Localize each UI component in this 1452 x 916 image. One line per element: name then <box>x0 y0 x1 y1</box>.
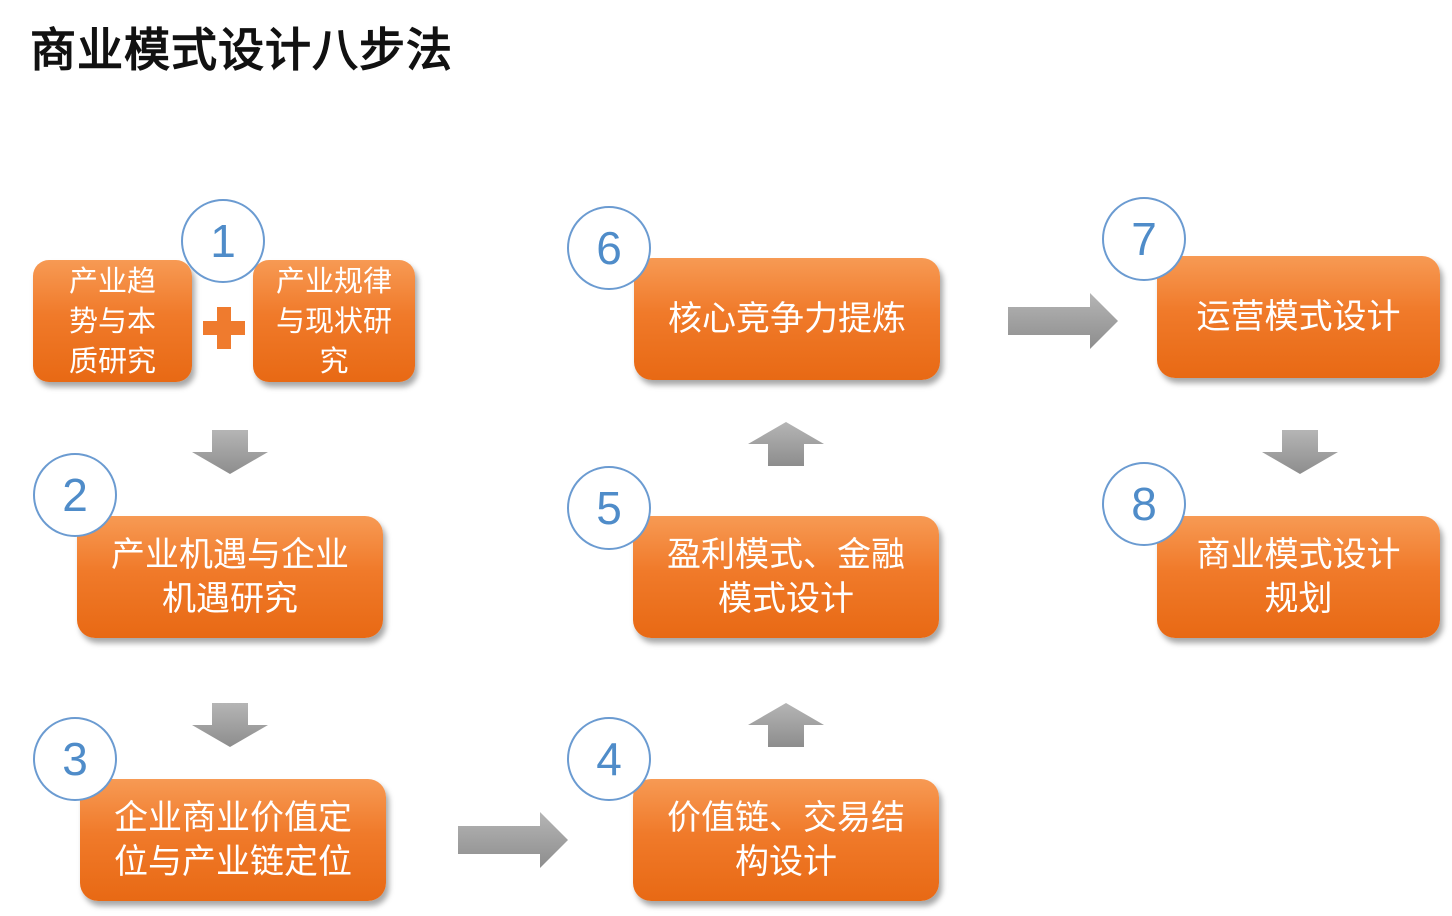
step-2-number: 2 <box>33 453 117 537</box>
step-8-box: 商业模式设计 规划 <box>1157 516 1440 638</box>
arrow-down-icon <box>192 703 268 747</box>
step-7-label: 运营模式设计 <box>1196 297 1401 337</box>
step-7-number: 7 <box>1102 197 1186 281</box>
step-6-label: 核心竞争力提炼 <box>668 299 906 339</box>
arrow-right-icon <box>1008 293 1118 349</box>
arrow-right-icon <box>458 812 568 868</box>
step-3-number: 3 <box>33 717 117 801</box>
step-7-box: 运营模式设计 <box>1157 256 1440 378</box>
step-8-label: 商业模式设计 规划 <box>1196 535 1401 619</box>
arrow-down-icon <box>192 430 268 474</box>
step-5-label: 盈利模式、金融 模式设计 <box>667 535 905 619</box>
step-8-number: 8 <box>1102 462 1186 546</box>
arrow-up-icon <box>748 422 824 466</box>
step-3-box: 企业商业价值定 位与产业链定位 <box>80 779 386 901</box>
step-1b-box: 产业规律 与现状研 究 <box>253 260 415 382</box>
step-2-label: 产业机遇与企业 机遇研究 <box>111 535 349 619</box>
step-4-number: 4 <box>567 717 651 801</box>
step-5-number: 5 <box>567 466 651 550</box>
step-1b-label: 产业规律 与现状研 究 <box>275 264 392 378</box>
step-6-number: 6 <box>567 206 651 290</box>
arrow-up-icon <box>748 703 824 747</box>
step-6-box: 核心竞争力提炼 <box>634 258 940 380</box>
arrow-down-icon <box>1262 430 1338 474</box>
step-4-box: 价值链、交易结 构设计 <box>633 779 939 901</box>
step-4-label: 价值链、交易结 构设计 <box>667 798 905 882</box>
step-2-box: 产业机遇与企业 机遇研究 <box>77 516 383 638</box>
step-1a-box: 产业趋 势与本 质研究 <box>33 260 192 382</box>
page-title: 商业模式设计八步法 <box>30 23 453 77</box>
step-5-box: 盈利模式、金融 模式设计 <box>633 516 939 638</box>
step-1-number: 1 <box>181 199 265 283</box>
step-1a-label: 产业趋 势与本 质研究 <box>68 264 156 378</box>
plus-icon <box>203 307 245 349</box>
step-3-label: 企业商业价值定 位与产业链定位 <box>114 798 352 882</box>
